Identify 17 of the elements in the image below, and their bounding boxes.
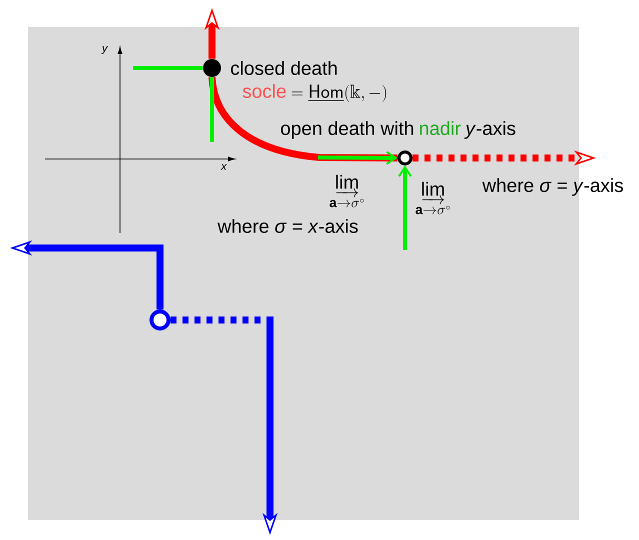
limit-formula: $\varinjlim_{\mathbf{a}\to\sigma^\circ}$ xyxy=(330,174,364,208)
ring-marker xyxy=(398,150,412,166)
annotation-text: where σ = x-axis xyxy=(218,219,358,233)
annotation-text: open death with xyxy=(281,121,414,139)
axis-label: x xyxy=(220,164,227,170)
annotation-text: $= \underline{\mathsf{Hom}}(\Bbbk, -)$ xyxy=(292,84,386,102)
annotation-text: closed death xyxy=(231,61,337,75)
edge-arrow xyxy=(398,166,412,250)
hollow-circle xyxy=(150,310,170,330)
edge-arrow xyxy=(318,151,398,165)
axis-label: y xyxy=(101,46,108,54)
annotation-text: where σ = y-axis xyxy=(482,178,623,196)
annotation-text: y-axis xyxy=(464,121,516,139)
annotation-text: socle xyxy=(242,84,286,98)
limit-formula: $\varinjlim_{\mathbf{a}\to\sigma^\circ}$ xyxy=(416,182,450,214)
filled-dot xyxy=(203,59,221,77)
annotation-text: nadir xyxy=(420,121,461,136)
